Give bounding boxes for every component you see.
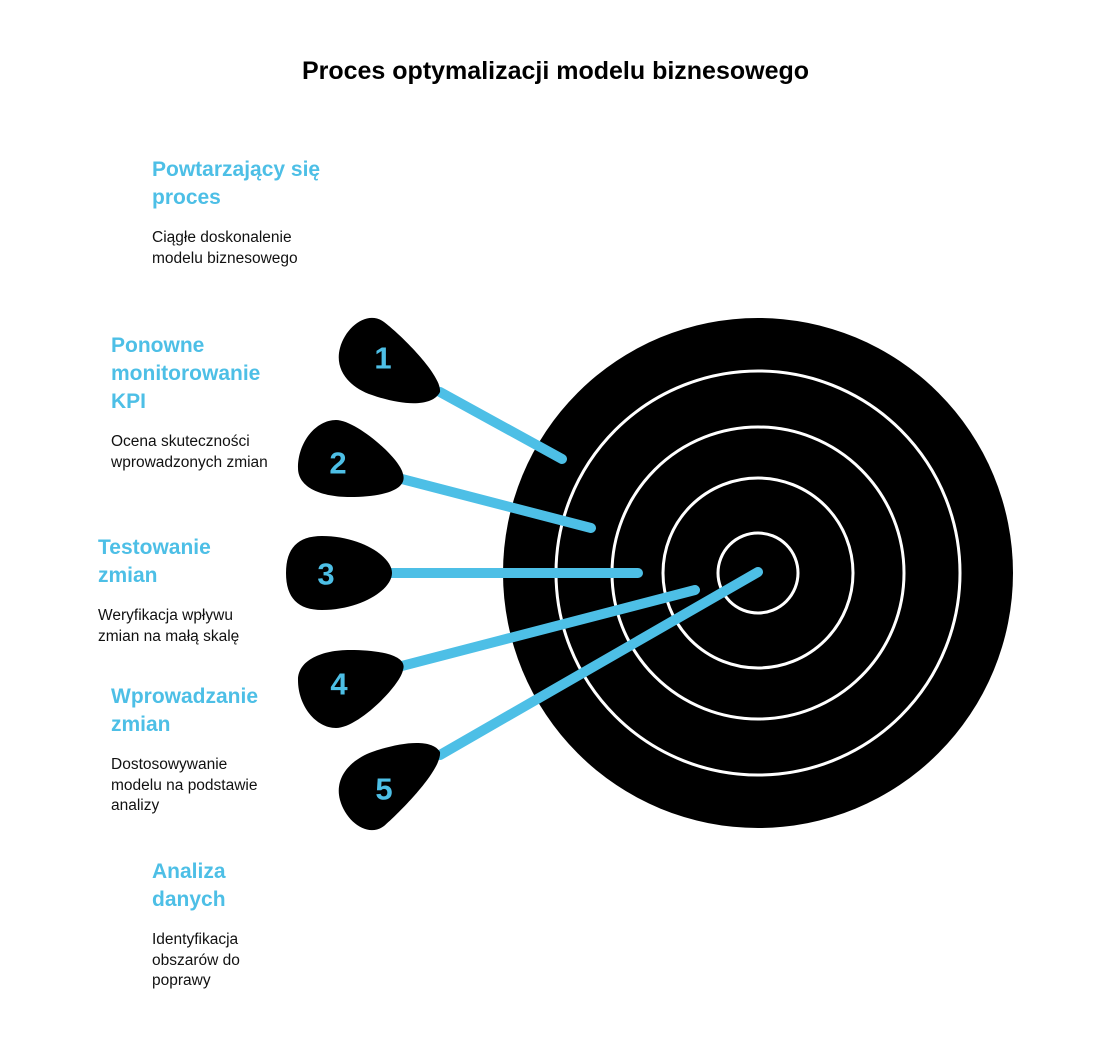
step-title: Testowanie zmian bbox=[98, 536, 211, 587]
dart-head-2 bbox=[298, 420, 404, 497]
dart-shaft-2 bbox=[393, 473, 596, 533]
dart-4: 4 bbox=[298, 650, 404, 728]
step-title: Ponowne monitorowanie KPI bbox=[111, 334, 261, 413]
step-description: Ciągłe doskonalenie modelu biznesowego bbox=[152, 229, 298, 267]
step-data-analysis: Analiza danych Identyfikacja obszarów do… bbox=[152, 858, 262, 992]
dart-3: 3 bbox=[286, 536, 392, 610]
dart-shaft-4 bbox=[393, 585, 700, 672]
dart-number-1: 1 bbox=[374, 341, 391, 376]
dart-number-3: 3 bbox=[317, 557, 334, 592]
step-description: Identyfikacja obszarów do poprawy bbox=[152, 931, 240, 989]
step-title: Powtarzający się proces bbox=[152, 158, 321, 209]
dart-head-4 bbox=[298, 650, 404, 728]
target-ring-1 bbox=[716, 531, 800, 615]
step-description: Dostosowywanie modelu na podstawie anali… bbox=[111, 756, 258, 814]
dart-head-3 bbox=[286, 536, 392, 610]
step-implementing-changes: Wprowadzanie zmian Dostosowywanie modelu… bbox=[111, 683, 281, 817]
step-title: Wprowadzanie zmian bbox=[111, 685, 259, 736]
page-title: Proces optymalizacji modelu biznesowego bbox=[301, 57, 810, 85]
dart-number-5: 5 bbox=[375, 772, 392, 807]
dart-shafts bbox=[383, 387, 763, 760]
step-description: Ocena skuteczności wprowadzonych zmian bbox=[111, 433, 268, 471]
dart-shaft-5 bbox=[435, 567, 763, 760]
dart-1: 1 bbox=[338, 317, 441, 404]
step-kpi-monitoring: Ponowne monitorowanie KPI Ocena skuteczn… bbox=[111, 332, 279, 473]
dart-number-2: 2 bbox=[329, 446, 346, 481]
step-testing-changes: Testowanie zmian Weryfikacja wpływu zmia… bbox=[98, 534, 268, 647]
dart-5: 5 bbox=[338, 742, 441, 831]
dart-2: 2 bbox=[298, 420, 404, 497]
step-title: Analiza danych bbox=[152, 860, 226, 911]
dart-shaft-1 bbox=[435, 387, 567, 464]
dart-head-5 bbox=[338, 742, 441, 831]
step-repeating-process: Powtarzający się proces Ciągłe doskonale… bbox=[152, 156, 322, 269]
dart-number-4: 4 bbox=[330, 667, 348, 702]
target-ring-2 bbox=[661, 476, 855, 670]
dart-head-1 bbox=[338, 317, 441, 404]
step-description: Weryfikacja wpływu zmian na małą skalę bbox=[98, 607, 240, 645]
